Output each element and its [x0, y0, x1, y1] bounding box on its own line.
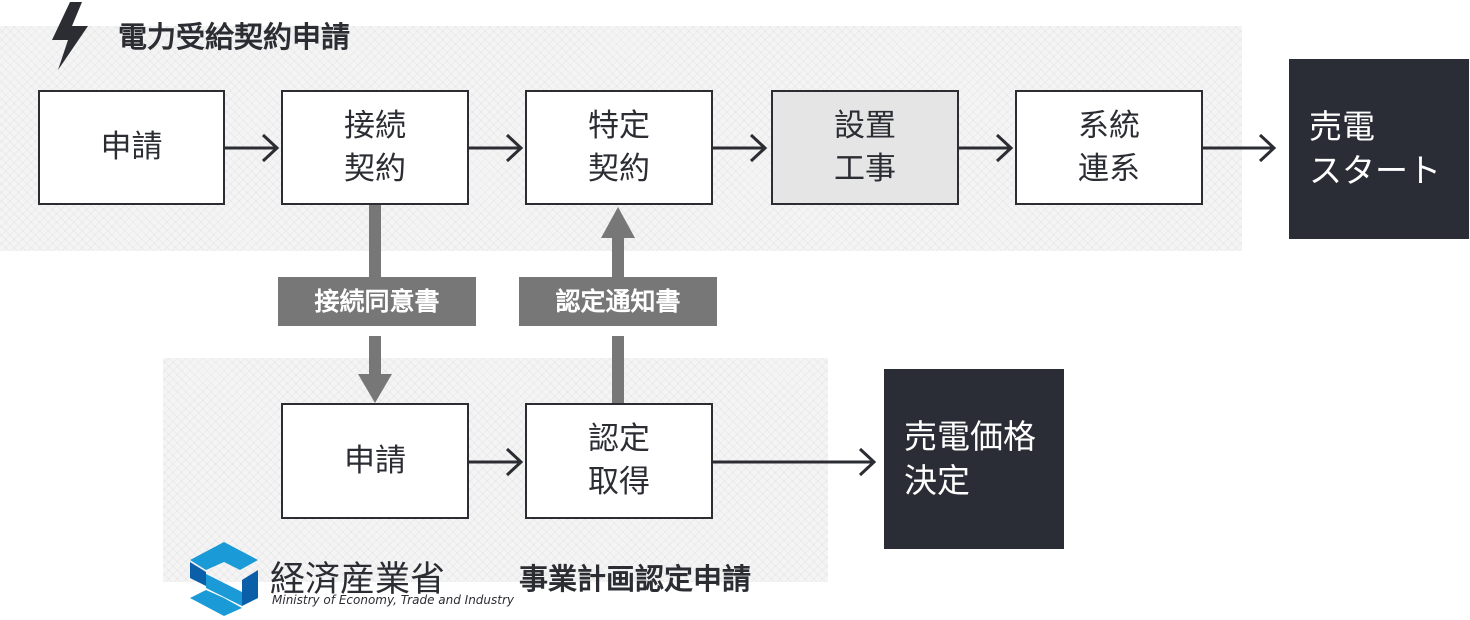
step-plan-application: 申請 — [281, 403, 469, 519]
up-arrow-head — [601, 207, 635, 238]
bottom-section-panel — [163, 358, 828, 582]
up-shaft-lower — [612, 336, 624, 403]
result-label-line1: 売電 — [1309, 107, 1375, 146]
result-label-line2: 決定 — [904, 461, 970, 500]
top-section-title: 電力受給契約申請 — [118, 20, 351, 54]
arrow-connect-to-specific — [468, 133, 524, 163]
tag-certification-notice: 認定通知書 — [519, 277, 717, 326]
step-label-line1: 設置 — [834, 107, 896, 144]
result-label-line2: スタート — [1309, 151, 1441, 190]
down-arrow-head — [358, 374, 392, 403]
step-label-line2: 工事 — [834, 150, 896, 187]
arrow-grid-to-start — [1202, 133, 1277, 163]
lightning-bolt-icon — [52, 2, 88, 70]
step-specific-contract: 特定契約 — [525, 90, 713, 205]
tag-connection-consent: 接続同意書 — [278, 277, 476, 326]
step-label-line2: 取得 — [588, 464, 650, 500]
down-shaft-upper — [369, 203, 381, 277]
bottom-section-title: 事業計画認定申請 — [519, 562, 752, 596]
result-sales-start: 売電 スタート — [1289, 59, 1469, 239]
arrow-install-to-grid — [958, 133, 1014, 163]
arrow-apply-to-connect — [224, 133, 280, 163]
step-label-line1: 系統 — [1078, 107, 1140, 144]
step-label-line2: 契約 — [344, 150, 406, 187]
step-installation-work: 設置工事 — [771, 90, 959, 205]
meti-logo-icon — [190, 542, 258, 616]
up-shaft-upper — [612, 236, 624, 277]
step-label: 申請 — [100, 129, 163, 165]
arrow-apply-to-certify — [468, 447, 524, 477]
step-label: 申請 — [344, 442, 406, 479]
step-application: 申請 — [38, 90, 225, 205]
step-label-line1: 特定 — [588, 107, 650, 144]
down-shaft-lower — [369, 336, 381, 376]
step-grid-connection: 系統連系 — [1015, 90, 1203, 205]
arrow-specific-to-install — [712, 133, 768, 163]
step-label-line2: 契約 — [588, 150, 650, 187]
result-label-line1: 売電価格 — [904, 417, 1036, 456]
vertical-transfer-arrows — [358, 203, 635, 403]
step-label-line1: 接続 — [344, 107, 406, 144]
step-certification: 認定取得 — [525, 403, 713, 519]
result-price-decided: 売電価格 決定 — [884, 369, 1064, 549]
step-label-line2: 連系 — [1078, 150, 1140, 187]
step-label-line1: 認定 — [588, 421, 650, 457]
ministry-name-en: Ministry of Economy, Trade and Industry — [272, 593, 515, 607]
ministry-name-ja: 経済産業省 — [270, 560, 446, 600]
step-connection-contract: 接続契約 — [281, 90, 469, 205]
arrow-certify-to-price — [712, 447, 877, 477]
